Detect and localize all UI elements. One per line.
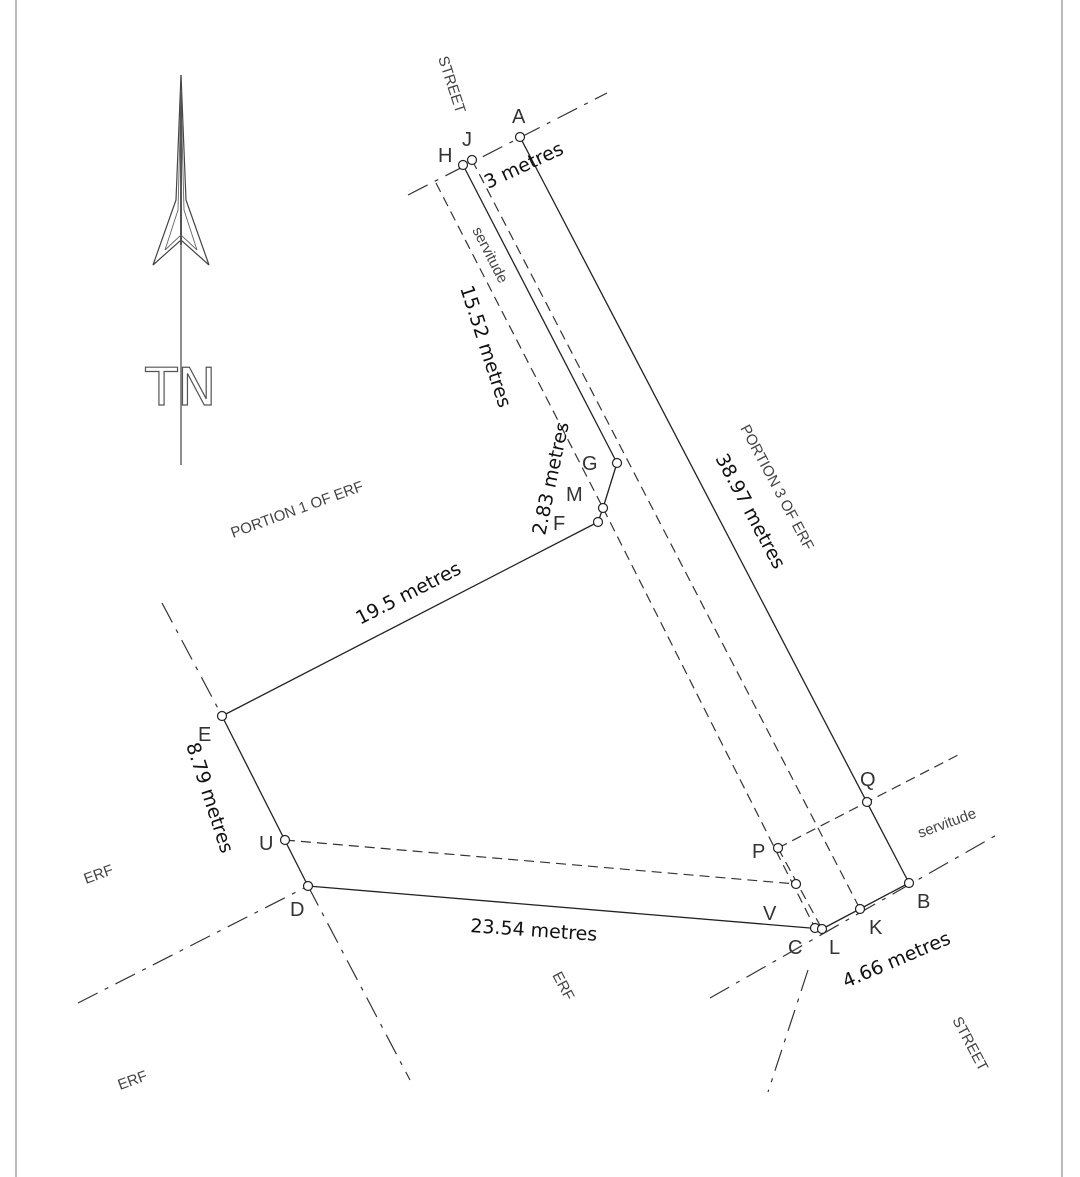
point-j-marker (466, 154, 478, 166)
boundary-g-m (602, 462, 618, 509)
point-u-label: U (259, 833, 273, 855)
point-v-label: V (763, 903, 777, 925)
street-boundary-southeast (709, 832, 1001, 999)
erf-boundary-south-d (307, 885, 411, 1081)
point-m-label: M (566, 484, 583, 506)
dimension-hj-a: 3 metres (481, 138, 567, 194)
point-h-label: H (438, 145, 452, 167)
boundary-l-b (821, 882, 910, 930)
area-erf-southwest: ERF (116, 1068, 150, 1094)
point-m-marker (597, 502, 609, 514)
area-street-southeast: STREET (948, 1014, 991, 1074)
servitude-line-west (435, 182, 604, 509)
dimension-l-b: 4.66 metres (839, 927, 953, 992)
dimension-e-d: 8.79 metres (181, 740, 237, 856)
street-boundary-north (407, 92, 608, 196)
boundary-j-g (462, 164, 618, 464)
area-servitude-north: servitude (468, 224, 511, 286)
area-portion1: PORTION 1 OF ERF (229, 478, 366, 542)
erf-boundary-southwest (77, 885, 309, 1004)
servitude-line-east (471, 159, 861, 910)
point-k-marker (854, 903, 866, 915)
point-b-label: B (917, 891, 930, 913)
boundary-e-d (221, 715, 309, 887)
point-b-marker (903, 877, 915, 889)
point-c-label: C (788, 937, 802, 959)
dimension-g-f: 2.83 metres (528, 420, 573, 537)
point-k-label: K (869, 917, 883, 939)
dimension-d-c: 23.54 metres (470, 915, 598, 946)
area-street-north: STREET (434, 54, 468, 116)
point-d-marker (302, 880, 314, 892)
dimension-f-e: 19.5 metres (352, 558, 464, 630)
point-e-marker (216, 710, 228, 722)
point-f-label: F (553, 513, 565, 535)
boundary-a-b (519, 136, 910, 884)
erf-boundary-south-c (767, 969, 809, 1093)
point-a-label: A (512, 106, 526, 128)
area-erf-south: ERF (548, 969, 577, 1003)
boundary-f-e (221, 521, 599, 717)
north-arrow-icon: TN (144, 74, 217, 465)
servitude-line-uv (284, 839, 797, 885)
area-erf-west: ERF (82, 862, 116, 888)
boundary-d-c (307, 885, 823, 930)
point-p-label: P (752, 841, 765, 863)
point-a-marker (514, 131, 526, 143)
point-l-marker (816, 923, 828, 935)
point-h-marker (457, 159, 469, 171)
point-g-marker (611, 457, 623, 469)
erf-boundary-west (161, 602, 223, 717)
north-arrow-label: TN (145, 358, 217, 418)
dimension-servitude-west: 15.52 metres (455, 283, 515, 411)
point-v-marker (790, 878, 802, 890)
dimension-a-b: 38.97 metres (711, 450, 790, 573)
area-servitude-east: servitude (916, 805, 979, 842)
point-d-label: D (290, 899, 304, 921)
point-e-label: E (198, 724, 211, 746)
point-q-marker (861, 796, 873, 808)
servitude-line-pl (777, 847, 823, 930)
point-g-label: G (582, 453, 598, 475)
point-j-label: J (462, 129, 472, 151)
point-u-marker (279, 834, 291, 846)
point-q-label: Q (860, 769, 876, 791)
point-f-marker (592, 516, 604, 528)
servitude-line-mid (602, 507, 816, 929)
point-markers (216, 131, 915, 935)
point-p-marker (772, 842, 784, 854)
point-l-label: L (829, 937, 840, 959)
